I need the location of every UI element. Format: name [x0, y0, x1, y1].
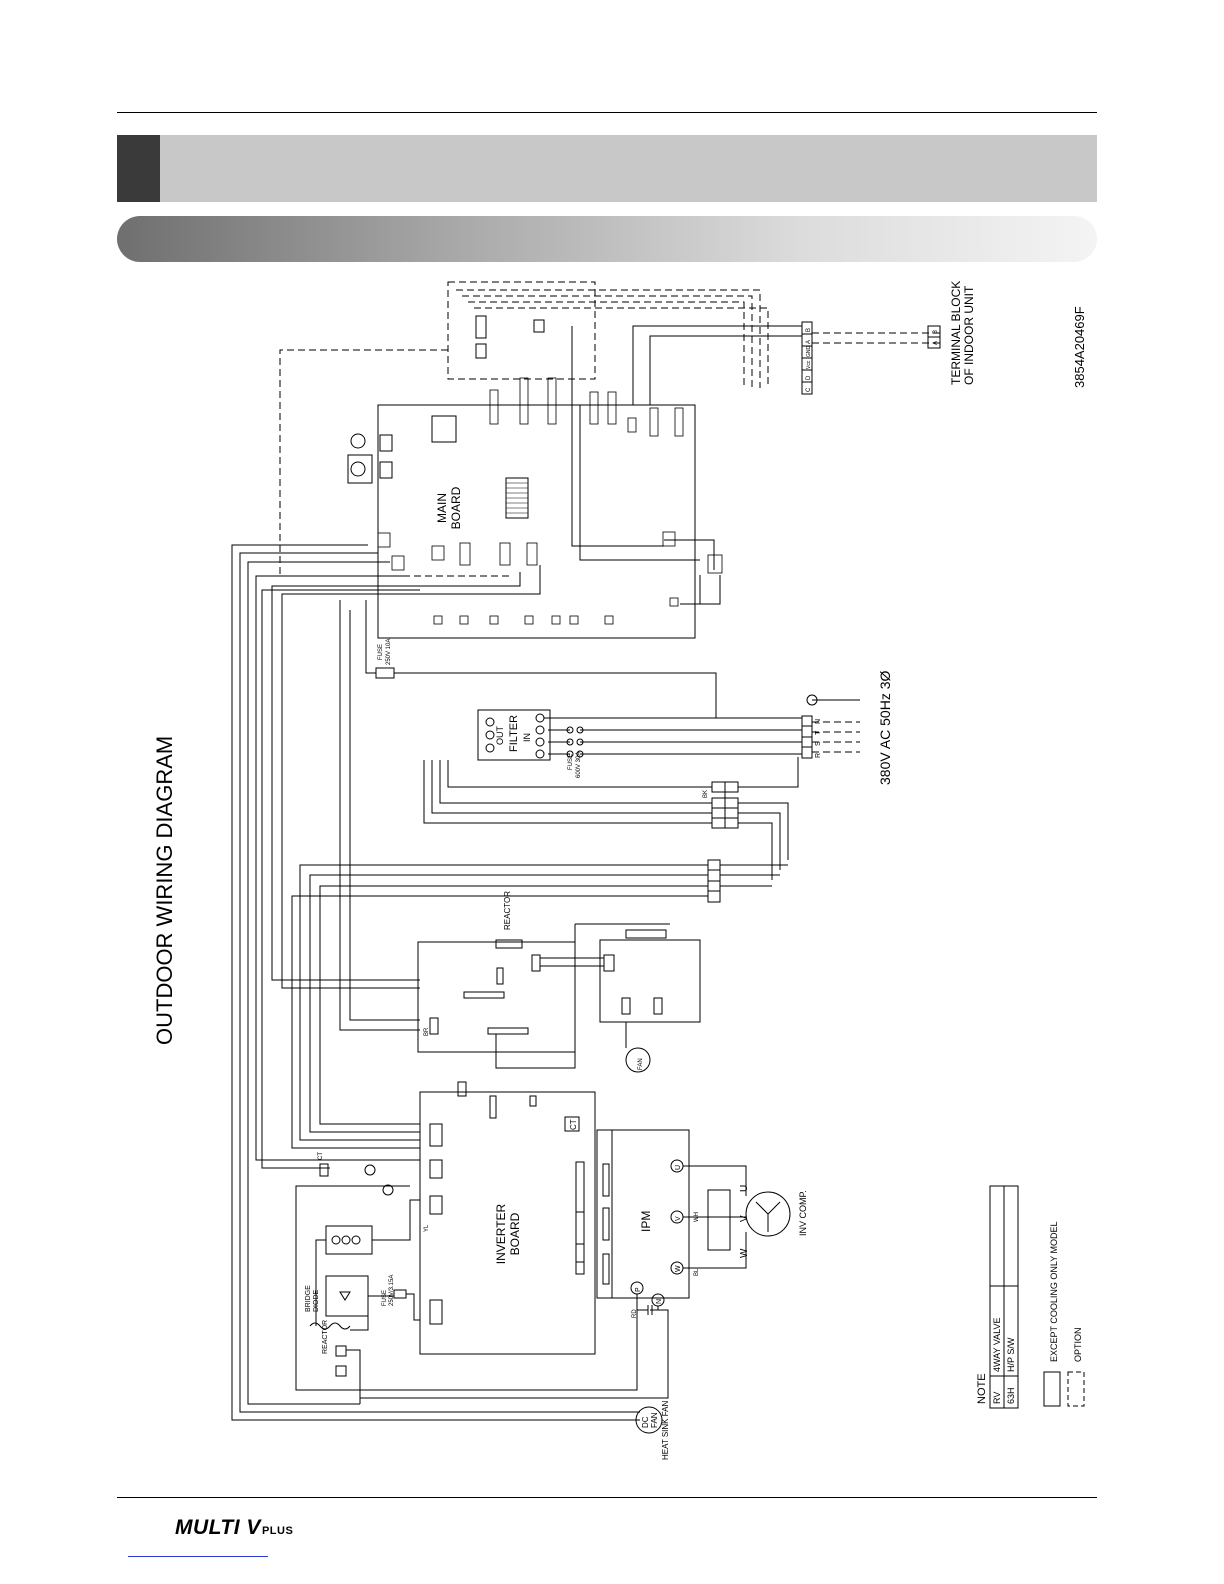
footer-brand: MULTI VPLUS [175, 1516, 293, 1540]
ipm-label: IPM [639, 1211, 653, 1232]
ipm-n-terminal: N [656, 1299, 663, 1304]
ipm-v-terminal: V [675, 1216, 682, 1221]
wire-color-wh: WH [694, 1212, 700, 1222]
note-row-2-code: 63H [1006, 1387, 1016, 1404]
reactor-label: REACTOR [322, 1320, 329, 1354]
fan-label: FAN [638, 1058, 644, 1070]
fan-board [599, 939, 701, 1023]
brand-main: MULTI V [175, 1516, 261, 1539]
seven-segment-display [431, 415, 457, 443]
filter-out-label: OUT [495, 726, 505, 746]
power-supply-label: 380V AC 50Hz 3Ø [877, 670, 893, 785]
indoor-terminal-a: A [933, 341, 939, 345]
power-terminal-r: R [815, 753, 822, 758]
inv-comp-label: INV COMP. [798, 1190, 808, 1236]
wire-color-br: BR [424, 1027, 430, 1036]
comm-terminal-b: B [806, 328, 812, 332]
wire-color-rd: RD [632, 1309, 638, 1318]
top-rule [117, 112, 1097, 113]
legend-solid-box [1043, 1371, 1061, 1407]
ipm-u-terminal: U [675, 1165, 682, 1170]
inverter-board-label-2: BOARD [508, 1212, 522, 1255]
comm-terminal-vcc: Vcc [806, 360, 812, 369]
bottom-rule [117, 1497, 1097, 1498]
terminal-block-label-2: OF INDOOR UNIT [962, 285, 976, 385]
main-board [377, 404, 696, 639]
ipm-p-terminal: P [635, 1287, 642, 1292]
filter-label: FILTER [508, 715, 520, 752]
inverter-board [419, 1091, 596, 1355]
filter-fuse-label-1: FUSE [568, 754, 574, 770]
bridge-label-1: BRIDGE [305, 1285, 312, 1312]
footer-link-underline[interactable] [128, 1556, 268, 1557]
dc-fan-label-2: FAN [650, 1412, 659, 1428]
relay-block [325, 1225, 373, 1255]
heat-sink-fan [635, 1406, 663, 1434]
main-fuse-label-2: 250V 10A [386, 639, 392, 665]
phase-w-label: W [739, 1248, 750, 1258]
dc-fan-label-1: DC [641, 1416, 650, 1428]
comm-terminal-a: A [806, 340, 812, 344]
wire-color-bk: BK [703, 790, 709, 798]
phase-u-label: U [739, 1185, 750, 1192]
power-terminal-s: S [815, 741, 822, 746]
heat-sink-fan-label: HEAT SINK FAN [661, 1401, 670, 1460]
comm-terminal-c: C [806, 387, 812, 392]
phase-v-label: V [739, 1215, 750, 1222]
note-row-1-desc: 4WAY VALVE [992, 1317, 1002, 1372]
note-heading: NOTE [976, 1373, 988, 1404]
ipm-w-terminal: W [675, 1265, 682, 1272]
wire-color-bl: BL [694, 1268, 700, 1276]
wire-color-yl: YL [424, 1224, 430, 1232]
comm-terminal-gnd: GND [806, 346, 812, 358]
option-board [447, 281, 596, 380]
main-fuse-label-1: FUSE [378, 644, 384, 660]
comm-terminal-d: D [806, 375, 812, 380]
filter-in-label: IN [522, 733, 532, 742]
main-board-label-1: MAIN [435, 493, 449, 523]
fuse-inverter-label-1: FUSE [382, 1290, 388, 1306]
power-terminal-n: N [815, 719, 822, 724]
terminal-block-label-1: TERMINAL BLOCK [949, 281, 963, 385]
fuse-inverter-label-2: 250V/3.15A [389, 1275, 395, 1306]
legend-dashed-box [1067, 1371, 1085, 1407]
brand-suffix: PLUS [261, 1525, 294, 1537]
line-filter [477, 709, 551, 761]
ct-label: CT [318, 1152, 324, 1160]
filter-fuse-label-2: 600V 30A [576, 752, 582, 778]
indoor-terminal-b: B [933, 330, 939, 334]
note-row-1-code: RV [992, 1392, 1002, 1404]
legend-dashed-label: OPTION [1073, 1327, 1083, 1362]
legend-solid-label: EXCEPT COOLING ONLY MODEL [1049, 1221, 1059, 1362]
inverter-compressor [745, 1191, 791, 1237]
drawing-number: 3854A20469F [1072, 306, 1087, 388]
section-header-pill [117, 216, 1097, 262]
note-row-2-desc: H/P S/W [1006, 1337, 1016, 1372]
main-board-label-2: BOARD [449, 486, 463, 529]
inverter-board-label-1: INVERTER [494, 1203, 508, 1264]
diagram-title: OUTDOOR WIRING DIAGRAM [152, 736, 177, 1045]
chapter-header-band [117, 135, 1097, 202]
reactor-small-label: REACTOR [503, 891, 512, 930]
ct-board-label: CT [569, 1119, 578, 1130]
power-terminal-t: T [815, 730, 822, 735]
fan-motor [625, 1047, 651, 1073]
chapter-header-tab [117, 135, 160, 202]
